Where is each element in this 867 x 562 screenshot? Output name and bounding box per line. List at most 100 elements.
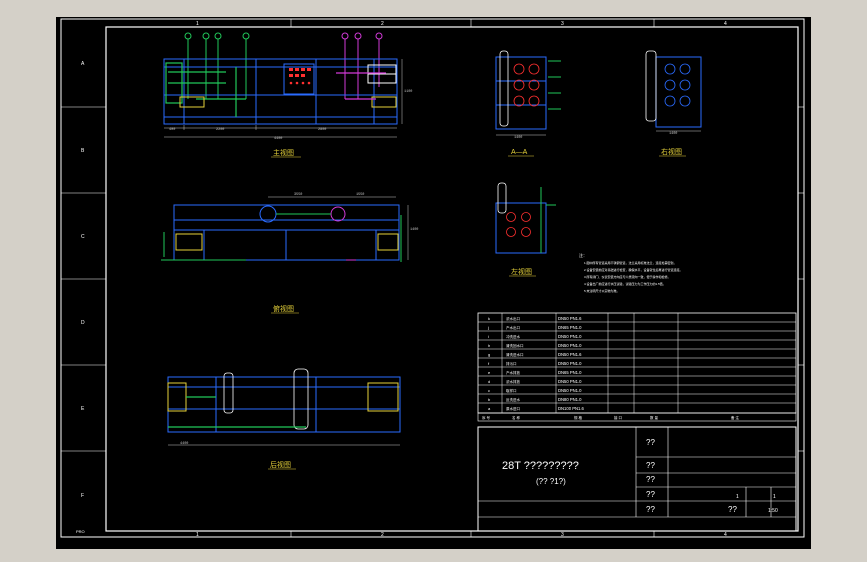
table-header-spec: 规 格 bbox=[574, 415, 582, 420]
nozzle-name: 产水出口 bbox=[506, 325, 520, 330]
nozzle-name: 反洗进水 bbox=[506, 397, 520, 402]
dim-top-d2: 1550 bbox=[356, 193, 364, 197]
rear-view: 4400 后视图 bbox=[167, 368, 401, 470]
title-cell: ?? bbox=[646, 490, 655, 499]
nozzle-spec: DN65 PN1.0 bbox=[558, 325, 582, 330]
zone-label: 3 bbox=[561, 21, 564, 27]
dim-top-width: 1400 bbox=[410, 228, 418, 232]
zone-label: F bbox=[81, 493, 84, 499]
dim-rear-total: 4400 bbox=[180, 442, 188, 446]
dim-top-d1: 3550 bbox=[294, 193, 302, 197]
notes-heading: 注： bbox=[579, 252, 587, 258]
stamp-label: PRO bbox=[76, 529, 85, 534]
scale-value: 1:50 bbox=[768, 508, 778, 514]
inner-border bbox=[105, 26, 799, 532]
zone-label: B bbox=[81, 148, 85, 154]
title-cell: ?? bbox=[646, 438, 655, 447]
title-cell: ?? bbox=[646, 475, 655, 484]
zone-label: E bbox=[81, 406, 85, 412]
nozzle-code: g bbox=[488, 352, 490, 357]
zone-label: 1 bbox=[196, 532, 199, 538]
dim-front-total: 4400 bbox=[274, 137, 282, 141]
title-cell: ?? bbox=[728, 505, 737, 514]
dim-front-seg1: 400 bbox=[169, 128, 175, 132]
nozzle-code: b bbox=[488, 397, 491, 402]
left-view-title: 左视图 bbox=[511, 267, 532, 276]
section-title: A—A bbox=[511, 149, 528, 156]
nozzle-code: c bbox=[488, 388, 490, 393]
technical-notes: 注： 1.图中所有管道采用不锈钢管道，法兰采用标准法兰，连接处需密封。 2.设备… bbox=[579, 252, 683, 293]
zone-label: C bbox=[81, 234, 85, 240]
nozzle-spec: DN80 PN1.0 bbox=[558, 397, 582, 402]
nozzle-spec: DN50 PN1.0 bbox=[558, 388, 582, 393]
nozzle-spec: DN50 PN1.0 bbox=[558, 379, 582, 384]
nozzle-name: 冲洗进水 bbox=[506, 334, 520, 339]
section-view: 1400 A—A bbox=[495, 50, 561, 157]
rear-view-title: 后视图 bbox=[270, 460, 291, 469]
note-line: 5.未注明尺寸以实物为准。 bbox=[584, 288, 620, 293]
title-cell: ?? bbox=[646, 461, 655, 470]
cad-drawing: 1 2 3 4 1 2 3 4 A B C D E F PRO bbox=[60, 18, 805, 538]
table-header-col6: 备 注 bbox=[731, 415, 739, 420]
sheet-total: 1 bbox=[773, 494, 776, 500]
top-view: 3550 1550 1400 俯视图 bbox=[161, 193, 418, 314]
outer-border bbox=[60, 18, 805, 538]
zone-label: A bbox=[81, 61, 85, 67]
nozzle-spec: DN50 PN1.0 bbox=[558, 343, 582, 348]
nozzle-name: 清洗回水口 bbox=[506, 343, 524, 348]
drawing-sheet: 1 2 3 4 1 2 3 4 A B C D E F PRO bbox=[56, 17, 811, 549]
nozzle-spec: DN65 PN1.0 bbox=[558, 370, 582, 375]
nozzle-name: 浓水排放 bbox=[506, 379, 520, 384]
table-header-col5: 数 量 bbox=[650, 415, 658, 420]
zone-label: 1 bbox=[196, 21, 199, 27]
note-line: 3.所有阀门、仪表安装方向应与介质流向一致，便于操作和检修。 bbox=[584, 274, 671, 279]
zone-label: 4 bbox=[724, 21, 727, 27]
right-view-title: 右视图 bbox=[661, 147, 682, 156]
front-view: 400 2200 2800 4400 1100 主视图 bbox=[163, 32, 412, 158]
product-subtitle: (?? ?1?) bbox=[536, 477, 566, 486]
nozzle-name: 产水排放 bbox=[506, 370, 520, 375]
sheet-number: 1 bbox=[736, 494, 739, 500]
top-view-title: 俯视图 bbox=[273, 304, 294, 313]
nozzle-rows: k 浓水出口 DN50 PN1.6 j 产水出口 DN65 PN1.0 i 冲洗… bbox=[487, 316, 585, 411]
nozzle-spec: DN50 PN1.0 bbox=[558, 334, 582, 339]
title-cell: ?? bbox=[646, 505, 655, 514]
zone-label: 4 bbox=[724, 532, 727, 538]
dim-front-height: 1100 bbox=[404, 90, 412, 94]
nozzle-code: h bbox=[488, 343, 490, 348]
product-title: 28T ????????? bbox=[502, 460, 579, 472]
zone-label: 2 bbox=[381, 21, 384, 27]
nozzle-name: 清洗进水口 bbox=[506, 352, 524, 357]
nozzle-spec: DN50 PN1.0 bbox=[558, 361, 582, 366]
right-view: 1400 右视图 bbox=[645, 50, 702, 157]
note-line: 1.图中所有管道采用不锈钢管道，法兰采用标准法兰，连接处需密封。 bbox=[584, 260, 677, 265]
nozzle-name: 浓水出口 bbox=[506, 316, 520, 321]
dim-front-seg2: 2200 bbox=[216, 128, 224, 132]
dim-right-width: 1400 bbox=[669, 132, 677, 136]
zone-label: 3 bbox=[561, 532, 564, 538]
nozzle-code: e bbox=[488, 370, 491, 375]
left-view: 左视图 bbox=[495, 182, 556, 277]
table-header-code: 序 号 bbox=[482, 415, 490, 420]
nozzle-name: 取样口 bbox=[506, 388, 517, 393]
nozzle-name: 原水进口 bbox=[506, 406, 520, 411]
nozzle-code: a bbox=[488, 406, 491, 411]
nozzle-code: d bbox=[488, 379, 490, 384]
table-header-col4: 接 口 bbox=[614, 415, 622, 420]
dim-section-width: 1400 bbox=[514, 136, 522, 140]
nozzle-spec: DN50 PN1.6 bbox=[558, 316, 582, 321]
nozzle-table: k 浓水出口 DN50 PN1.6 j 产水出口 DN65 PN1.0 i 冲洗… bbox=[477, 312, 797, 422]
zone-label: D bbox=[81, 320, 85, 326]
nozzle-code: j bbox=[487, 325, 489, 330]
nozzle-name: 排污口 bbox=[506, 361, 517, 366]
nozzle-spec: DN100 PN1.6 bbox=[558, 406, 585, 411]
nozzle-code: k bbox=[488, 316, 490, 321]
dim-front-seg3: 2800 bbox=[318, 128, 326, 132]
nozzle-code: f bbox=[488, 361, 490, 366]
nozzle-code: i bbox=[488, 334, 489, 339]
note-line: 4.设备出厂前应进行水压试验，试验压力为工作压力的1.5倍。 bbox=[584, 281, 666, 286]
note-line: 2.设备安装前应对基础进行检查，确保水平，设备就位后再进行管道连接。 bbox=[584, 267, 683, 272]
nozzle-spec: DN50 PN1.6 bbox=[558, 352, 582, 357]
title-block: 28T ????????? (?? ?1?) ?? ?? ?? ?? ?? ??… bbox=[477, 426, 797, 532]
zone-label: 2 bbox=[381, 532, 384, 538]
